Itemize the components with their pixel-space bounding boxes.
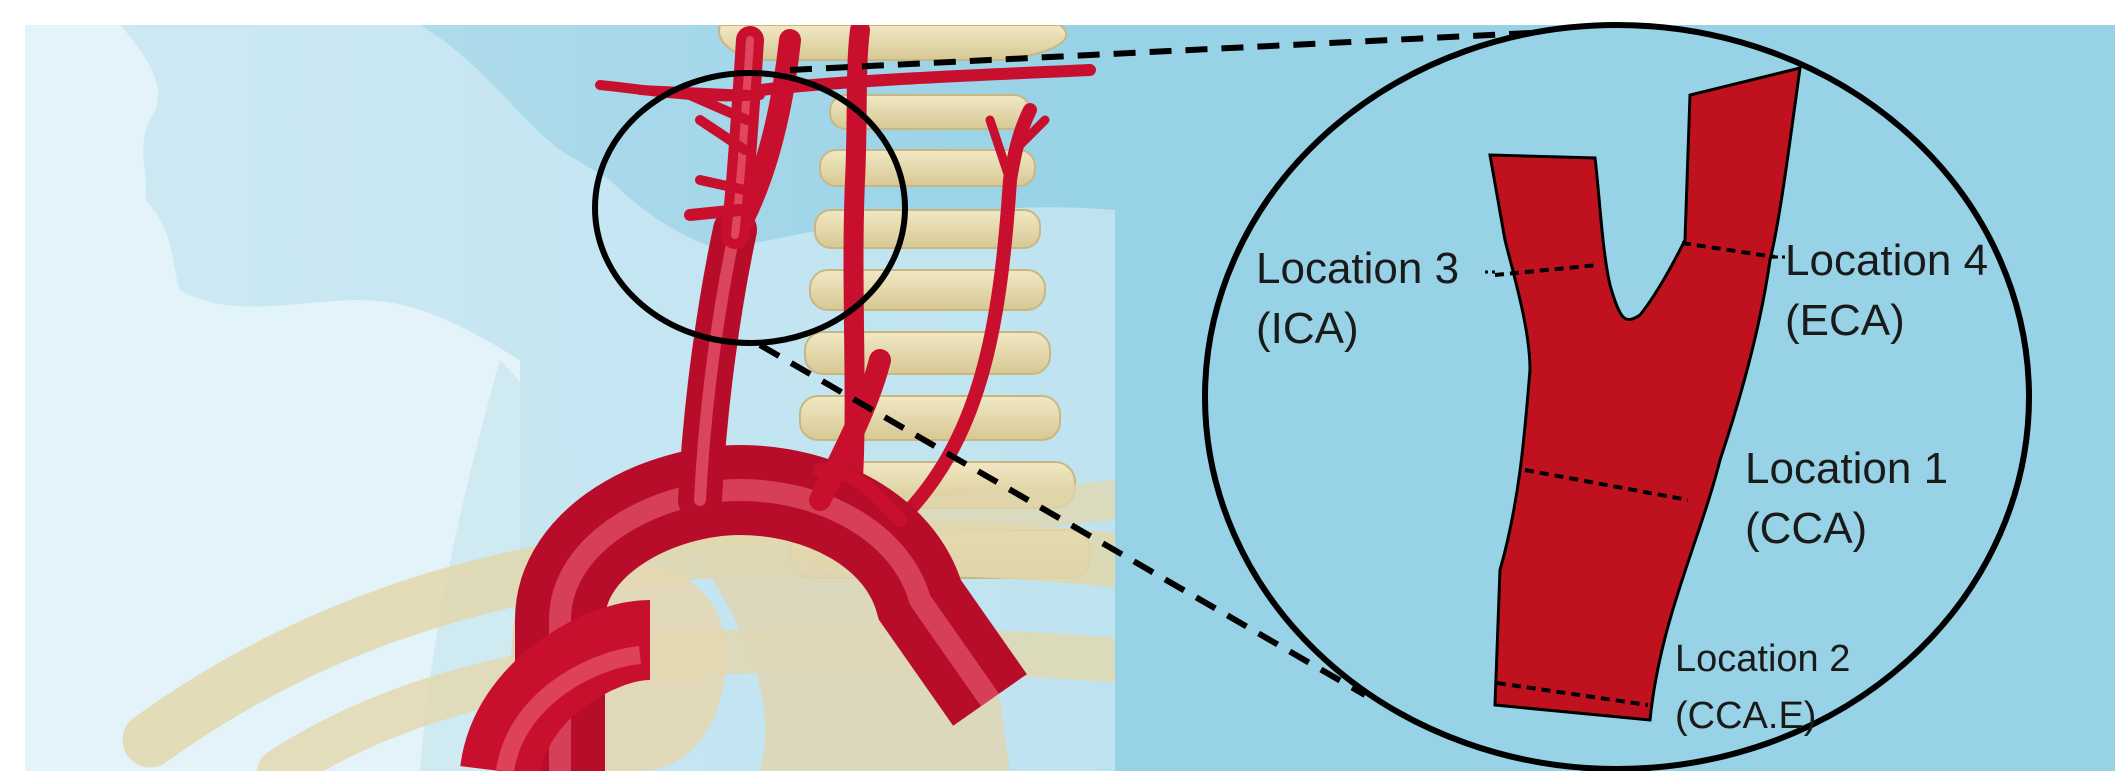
location2-name: Location 2 <box>1675 638 1850 680</box>
location2-vessel: (CCA.E) <box>1675 695 1816 737</box>
location3-vessel: (ICA) <box>1256 304 1359 353</box>
location4-vessel: (ECA) <box>1785 296 1905 345</box>
magnified-bifurcation-diagram: Location 3 (ICA) Location 4 (ECA) Locati… <box>1205 25 2029 769</box>
mandible <box>719 25 1066 60</box>
location1-name: Location 1 <box>1745 444 1948 493</box>
location3-name: Location 3 <box>1256 244 1459 293</box>
carotid-anatomy-illustration <box>25 25 1115 771</box>
location4-name: Location 4 <box>1785 236 1988 285</box>
location1-vessel: (CCA) <box>1745 504 1867 553</box>
